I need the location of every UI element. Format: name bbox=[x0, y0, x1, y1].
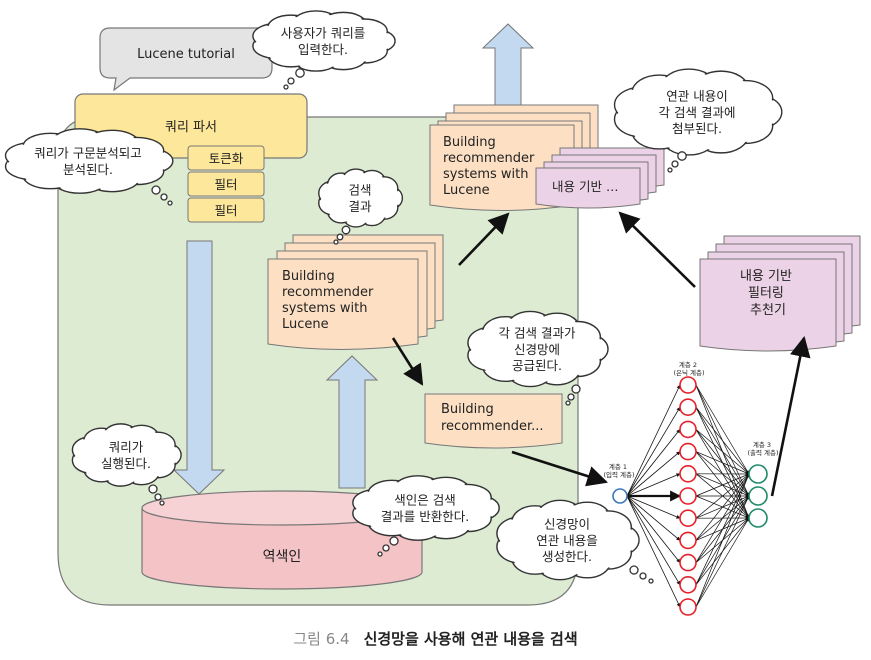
arrow-doc-to-top bbox=[458, 212, 510, 266]
flow-arrows bbox=[391, 211, 811, 497]
nn-edge-hidden-output bbox=[695, 473, 750, 563]
nn-output-node bbox=[748, 508, 768, 528]
nn-edge-hidden-output bbox=[695, 473, 750, 585]
nn-hidden-node bbox=[679, 531, 697, 550]
nn-edges bbox=[626, 384, 750, 608]
arrow-nn-to-recommender bbox=[770, 335, 811, 497]
nn-hidden-node bbox=[679, 442, 697, 461]
nn-layer3-label: 계층 3 (출력 계층) bbox=[747, 440, 778, 457]
parser-step-filter-2: 필터 bbox=[214, 203, 237, 218]
doc-main-text: Building recommender systems with Lucene bbox=[282, 269, 377, 332]
nn-edge-input-hidden bbox=[626, 495, 681, 608]
arrow-small-to-nn bbox=[511, 450, 608, 487]
nn-nodes bbox=[612, 376, 768, 616]
nn-edge-hidden-output bbox=[695, 473, 750, 541]
nn-edge-hidden-output bbox=[695, 473, 750, 519]
figure-caption: 그림 6.4 신경망을 사용해 연관 내용을 검색 bbox=[0, 628, 871, 649]
nn-layer1-label: 계층 1 (입력 계층) bbox=[603, 462, 634, 479]
nn-edge-hidden-output bbox=[695, 451, 750, 475]
search-result-doc-stack bbox=[267, 234, 444, 350]
recommender-stack bbox=[699, 235, 861, 352]
arrow-up-output bbox=[481, 23, 535, 116]
parser-step-filter-1: 필터 bbox=[214, 177, 237, 192]
nn-edge-input-hidden bbox=[626, 384, 681, 497]
nn-edge-input-hidden bbox=[626, 406, 681, 497]
nn-edge-hidden-output bbox=[695, 473, 750, 608]
nn-hidden-node bbox=[679, 575, 697, 594]
nn-hidden-node bbox=[679, 598, 697, 616]
nn-edge-hidden-output bbox=[695, 495, 750, 608]
nn-edge-hidden-output bbox=[695, 384, 750, 475]
nn-edge-hidden-output bbox=[695, 517, 750, 608]
nn-output-node bbox=[748, 464, 768, 484]
inverted-index-cylinder bbox=[141, 490, 423, 590]
arrow-doc-to-small bbox=[391, 337, 424, 386]
figure-title: 신경망을 사용해 연관 내용을 검색 bbox=[363, 630, 578, 648]
nn-edge-hidden-output bbox=[695, 429, 750, 475]
recommender-text: 내용 기반 필터링 추천기 bbox=[740, 269, 796, 318]
nn-output-node bbox=[748, 486, 768, 506]
nn-edge-hidden-output bbox=[695, 406, 750, 475]
nn-edge-hidden-output bbox=[695, 473, 750, 497]
nn-hidden-node bbox=[679, 509, 697, 528]
parser-step-tokenize: 토큰화 bbox=[209, 151, 244, 166]
figure-number: 그림 6.4 bbox=[293, 630, 350, 648]
doc-top-text: Building recommender systems with Lucene bbox=[443, 135, 538, 198]
query-input-text: Lucene tutorial bbox=[137, 47, 235, 62]
arrow-recommender-to-tag bbox=[618, 211, 696, 288]
nn-edge-input-hidden bbox=[626, 495, 681, 586]
arrow-down-to-index bbox=[172, 240, 226, 495]
nn-edge-input-hidden bbox=[626, 495, 681, 541]
nn-edge-input-hidden bbox=[626, 495, 681, 563]
nn-hidden-node bbox=[679, 376, 697, 394]
nn-edge-input-hidden bbox=[626, 451, 681, 497]
content-tag-text: 내용 기반 … bbox=[552, 179, 618, 194]
nn-hidden-node bbox=[679, 487, 697, 505]
nn-layer2-label: 계층 2 (은닉 계층) bbox=[673, 360, 704, 377]
parser-steps: 토큰화 필터 필터 bbox=[187, 145, 265, 223]
nn-hidden-node bbox=[679, 553, 697, 572]
nn-hidden-node bbox=[679, 420, 697, 439]
nn-hidden-node bbox=[679, 464, 697, 483]
nn-edge-input-hidden bbox=[626, 429, 681, 497]
query-parser-title: 쿼리 파서 bbox=[165, 120, 217, 135]
nn-edge-input-hidden bbox=[626, 495, 681, 519]
content-tag-stack bbox=[535, 147, 665, 209]
arrow-up-from-index bbox=[325, 355, 379, 489]
doc-small bbox=[424, 393, 563, 449]
doc-small-text: Building recommender... bbox=[441, 402, 544, 434]
index-label: 역색인 bbox=[263, 549, 302, 565]
nn-hidden-node bbox=[679, 398, 697, 417]
nn-edge-input-hidden bbox=[626, 473, 681, 497]
nn-input-node bbox=[612, 488, 628, 504]
